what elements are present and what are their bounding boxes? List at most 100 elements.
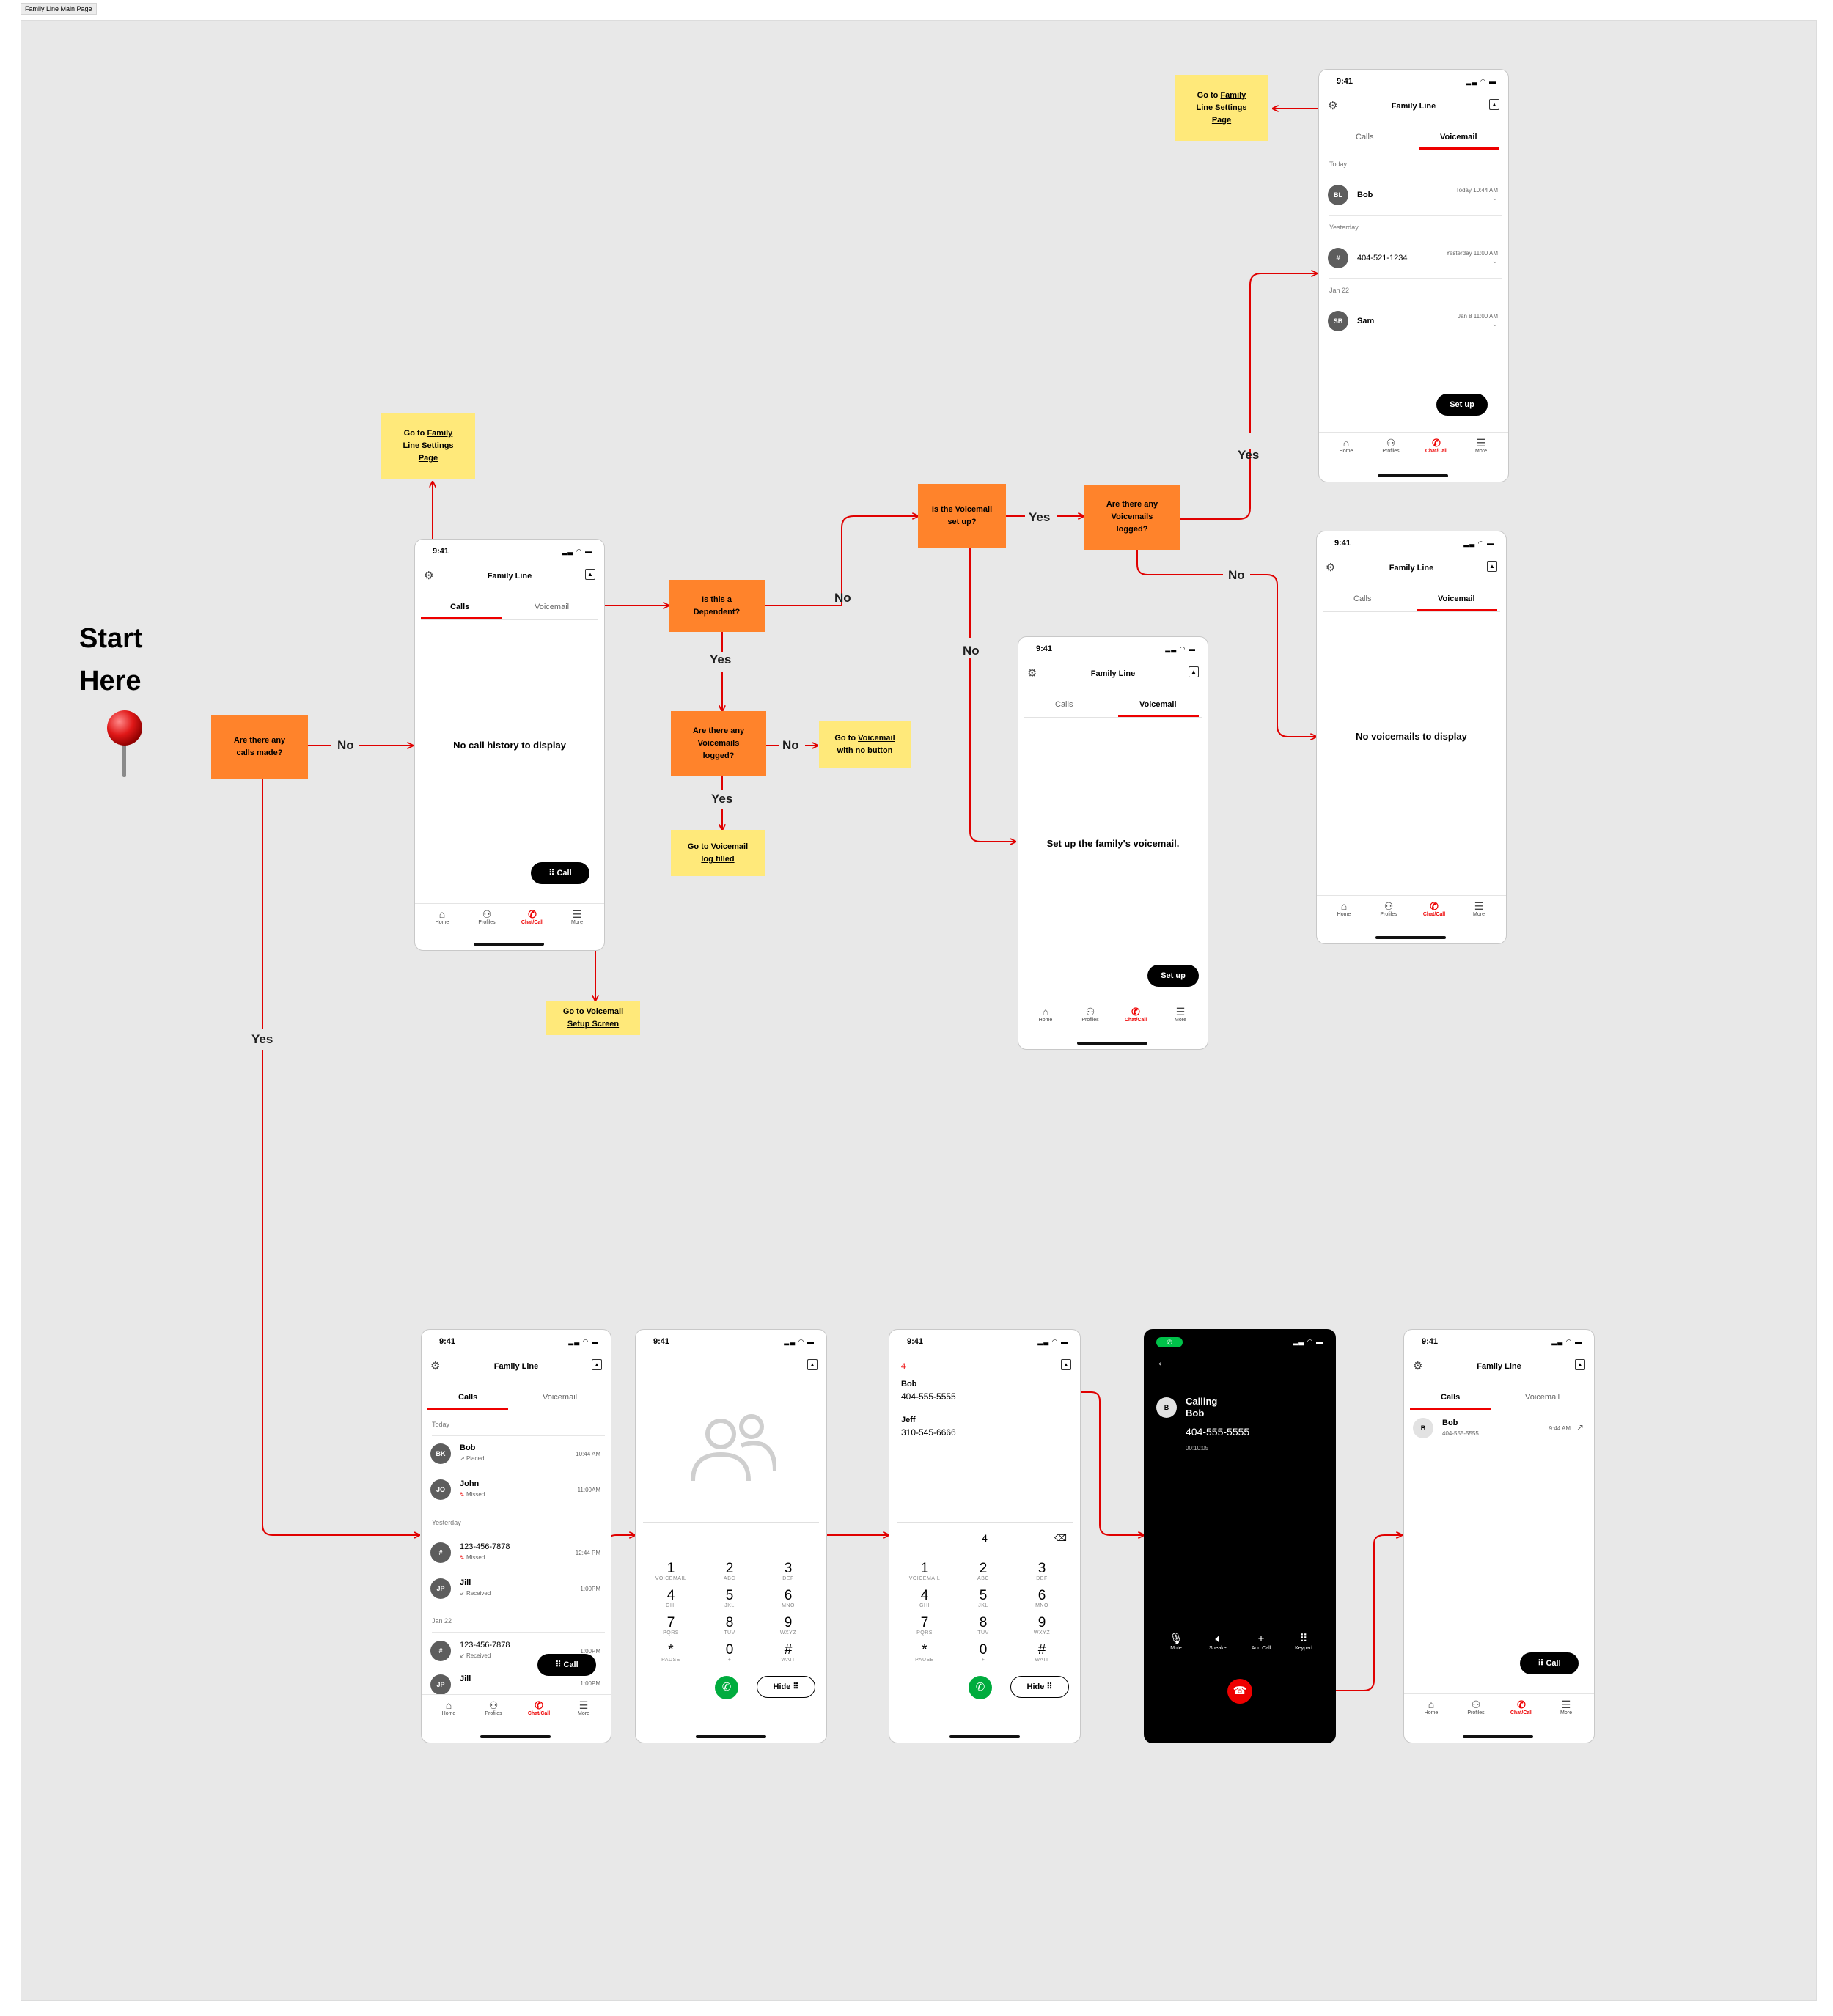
nav-chat-call[interactable]: ✆Chat/Call [1416,900,1452,917]
contacts-icon[interactable]: ▲ [592,1359,602,1370]
chevron-down-icon[interactable]: ⌄ [1491,257,1498,265]
gear-icon[interactable]: ⚙ [430,1360,441,1372]
contacts-icon[interactable]: ▲ [807,1359,818,1370]
add-call-button[interactable]: +Add Call [1243,1633,1279,1651]
key-star[interactable]: *PAUSE [661,1642,680,1663]
note-settings-top[interactable]: Go to Family Line Settings Page [1175,75,1268,141]
contacts-icon[interactable]: ▲ [1575,1359,1585,1370]
gear-icon[interactable]: ⚙ [1326,562,1336,574]
nav-profiles[interactable]: ⚇Profiles [475,1699,512,1716]
back-arrow-icon[interactable]: ← [1156,1356,1168,1369]
gear-icon[interactable]: ⚙ [1328,100,1338,112]
key-hash[interactable]: #WAIT [781,1642,796,1663]
tab-calls[interactable]: Calls [1356,133,1374,141]
chevron-down-icon[interactable]: ⌄ [1491,194,1498,202]
tab-calls[interactable]: Calls [1441,1393,1461,1402]
nav-profiles[interactable]: ⚇Profiles [1373,437,1409,454]
nav-home[interactable]: ⌂Home [1027,1006,1064,1023]
call-button[interactable]: ⠿ Call [1520,1652,1579,1674]
mute-button[interactable]: 🎙︎Mute [1158,1633,1194,1651]
tab-voicemail[interactable]: Voicemail [535,603,570,611]
gear-icon[interactable]: ⚙ [1413,1360,1423,1372]
dial-display[interactable]: 4 [982,1532,988,1544]
tab-voicemail[interactable]: Voicemail [543,1393,578,1402]
frame-label[interactable]: Family Line Main Page [21,3,97,15]
nav-profiles[interactable]: ⚇Profiles [1072,1006,1109,1023]
nav-chat-call[interactable]: ✆Chat/Call [1418,437,1455,454]
tab-voicemail[interactable]: Voicemail [1440,133,1477,141]
tab-voicemail[interactable]: Voicemail [1139,700,1177,709]
nav-more[interactable]: ☰More [1463,437,1499,454]
nav-profiles[interactable]: ⚇Profiles [1370,900,1407,917]
nav-home[interactable]: ⌂Home [1326,900,1362,917]
nav-home[interactable]: ⌂Home [430,1699,467,1716]
nav-chat-call[interactable]: ✆Chat/Call [1117,1006,1154,1023]
nav-chat-call[interactable]: ✆Chat/Call [1503,1699,1540,1715]
key-hash[interactable]: #WAIT [1035,1642,1049,1663]
hide-keypad-button[interactable]: Hide ⠿ [1010,1676,1069,1698]
tab-calls[interactable]: Calls [1055,700,1073,709]
contacts-icon[interactable]: ▲ [1061,1359,1071,1370]
nav-more[interactable]: ☰More [559,908,595,925]
nav-more[interactable]: ☰More [1162,1006,1199,1023]
nav-profiles[interactable]: ⚇Profiles [1458,1699,1494,1715]
speaker-button[interactable]: 🔈︎Speaker [1200,1633,1237,1651]
contacts-icon[interactable]: ▲ [1189,666,1199,677]
call-button[interactable]: ⠿ Call [531,862,589,884]
keypad-button[interactable]: ⠿Keypad [1285,1633,1322,1651]
contacts-icon[interactable]: ▲ [1489,99,1499,110]
tab-voicemail[interactable]: Voicemail [1525,1393,1560,1402]
nav-home[interactable]: ⌂Home [424,908,460,925]
contacts-icon[interactable]: ▲ [585,569,595,580]
call-button[interactable]: ⠿ Call [537,1654,596,1676]
gear-icon[interactable]: ⚙ [424,570,434,582]
key-0[interactable]: 0+ [979,1642,988,1663]
nav-more[interactable]: ☰More [1548,1699,1584,1715]
dial-display[interactable] [643,1522,819,1523]
setup-button[interactable]: Set up [1147,965,1199,987]
backspace-icon[interactable]: ⌫ [1054,1533,1067,1543]
active-call-pill[interactable]: ✆ [1156,1337,1183,1347]
nav-profiles[interactable]: ⚇Profiles [469,908,505,925]
note-settings-mid[interactable]: Go to Family Line Settings Page [381,413,475,479]
green-call-button[interactable]: ✆ [715,1676,738,1699]
gear-icon[interactable]: ⚙ [1027,667,1037,680]
tab-calls[interactable]: Calls [1353,595,1372,603]
nav-chat-call[interactable]: ✆Chat/Call [521,1699,557,1716]
hide-keypad-button[interactable]: Hide ⠿ [757,1676,815,1698]
nav-chat-call[interactable]: ✆Chat/Call [514,908,551,925]
green-call-button[interactable]: ✆ [969,1676,992,1699]
tab-calls[interactable]: Calls [450,603,470,611]
tab-voicemail[interactable]: Voicemail [1438,595,1475,603]
contacts-icon[interactable]: ▲ [1487,561,1497,572]
key-star[interactable]: *PAUSE [915,1642,934,1663]
setup-button[interactable]: Set up [1436,394,1488,416]
nav-home[interactable]: ⌂Home [1328,437,1364,454]
nav-home[interactable]: ⌂Home [1413,1699,1450,1715]
end-call-button[interactable]: ☎ [1227,1679,1252,1704]
nav-more[interactable]: ☰More [565,1699,602,1716]
key-0[interactable]: 0+ [725,1642,734,1663]
chevron-down-icon[interactable]: ⌄ [1491,320,1498,328]
